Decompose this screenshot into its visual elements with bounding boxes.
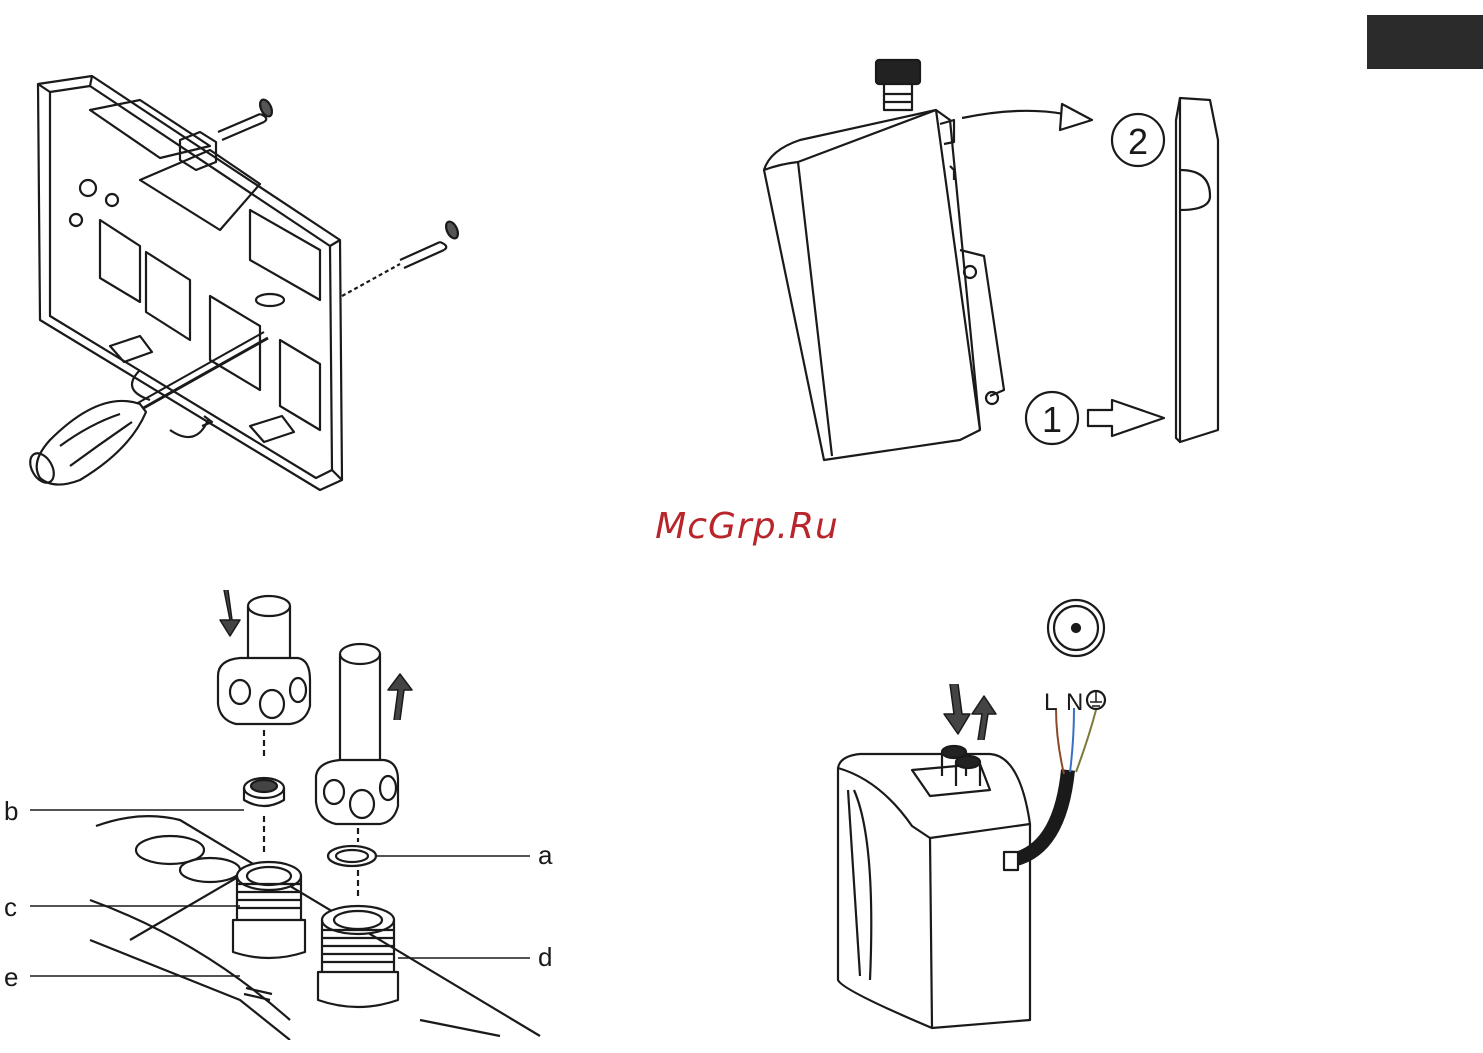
wire-label-n: N	[1066, 689, 1083, 716]
part-label-a: a	[538, 840, 553, 870]
wire-neutral	[1070, 708, 1074, 772]
wire-label-l: L	[1044, 689, 1057, 716]
part-label-e: e	[4, 962, 18, 992]
heater-mounting-drawing: 2 1	[740, 50, 1260, 470]
pipe-connection-drawing: b c e a d	[0, 580, 570, 1040]
figure-mounting-plate	[20, 70, 470, 500]
watermark: McGrp.Ru	[640, 506, 854, 547]
dowel-top	[218, 114, 264, 140]
dowel-right	[400, 242, 444, 268]
part-label-d: d	[538, 942, 552, 972]
part-label-c: c	[4, 892, 17, 922]
wall-plate	[1180, 98, 1218, 442]
mounting-plate-drawing	[20, 70, 470, 500]
figure-electrical-connection: L N	[820, 590, 1140, 1040]
figure-heater-mounting: 2 1	[740, 50, 1260, 470]
wire-live	[1056, 708, 1064, 774]
step-label-1: 1	[1042, 399, 1062, 440]
part-label-b: b	[4, 796, 18, 826]
step-label-2: 2	[1128, 121, 1148, 162]
figure-pipe-connection: b c e a d	[0, 580, 570, 1040]
electrical-connection-drawing: L N	[820, 590, 1140, 1040]
corner-tab	[1367, 15, 1483, 69]
wire-ground	[1076, 710, 1096, 772]
